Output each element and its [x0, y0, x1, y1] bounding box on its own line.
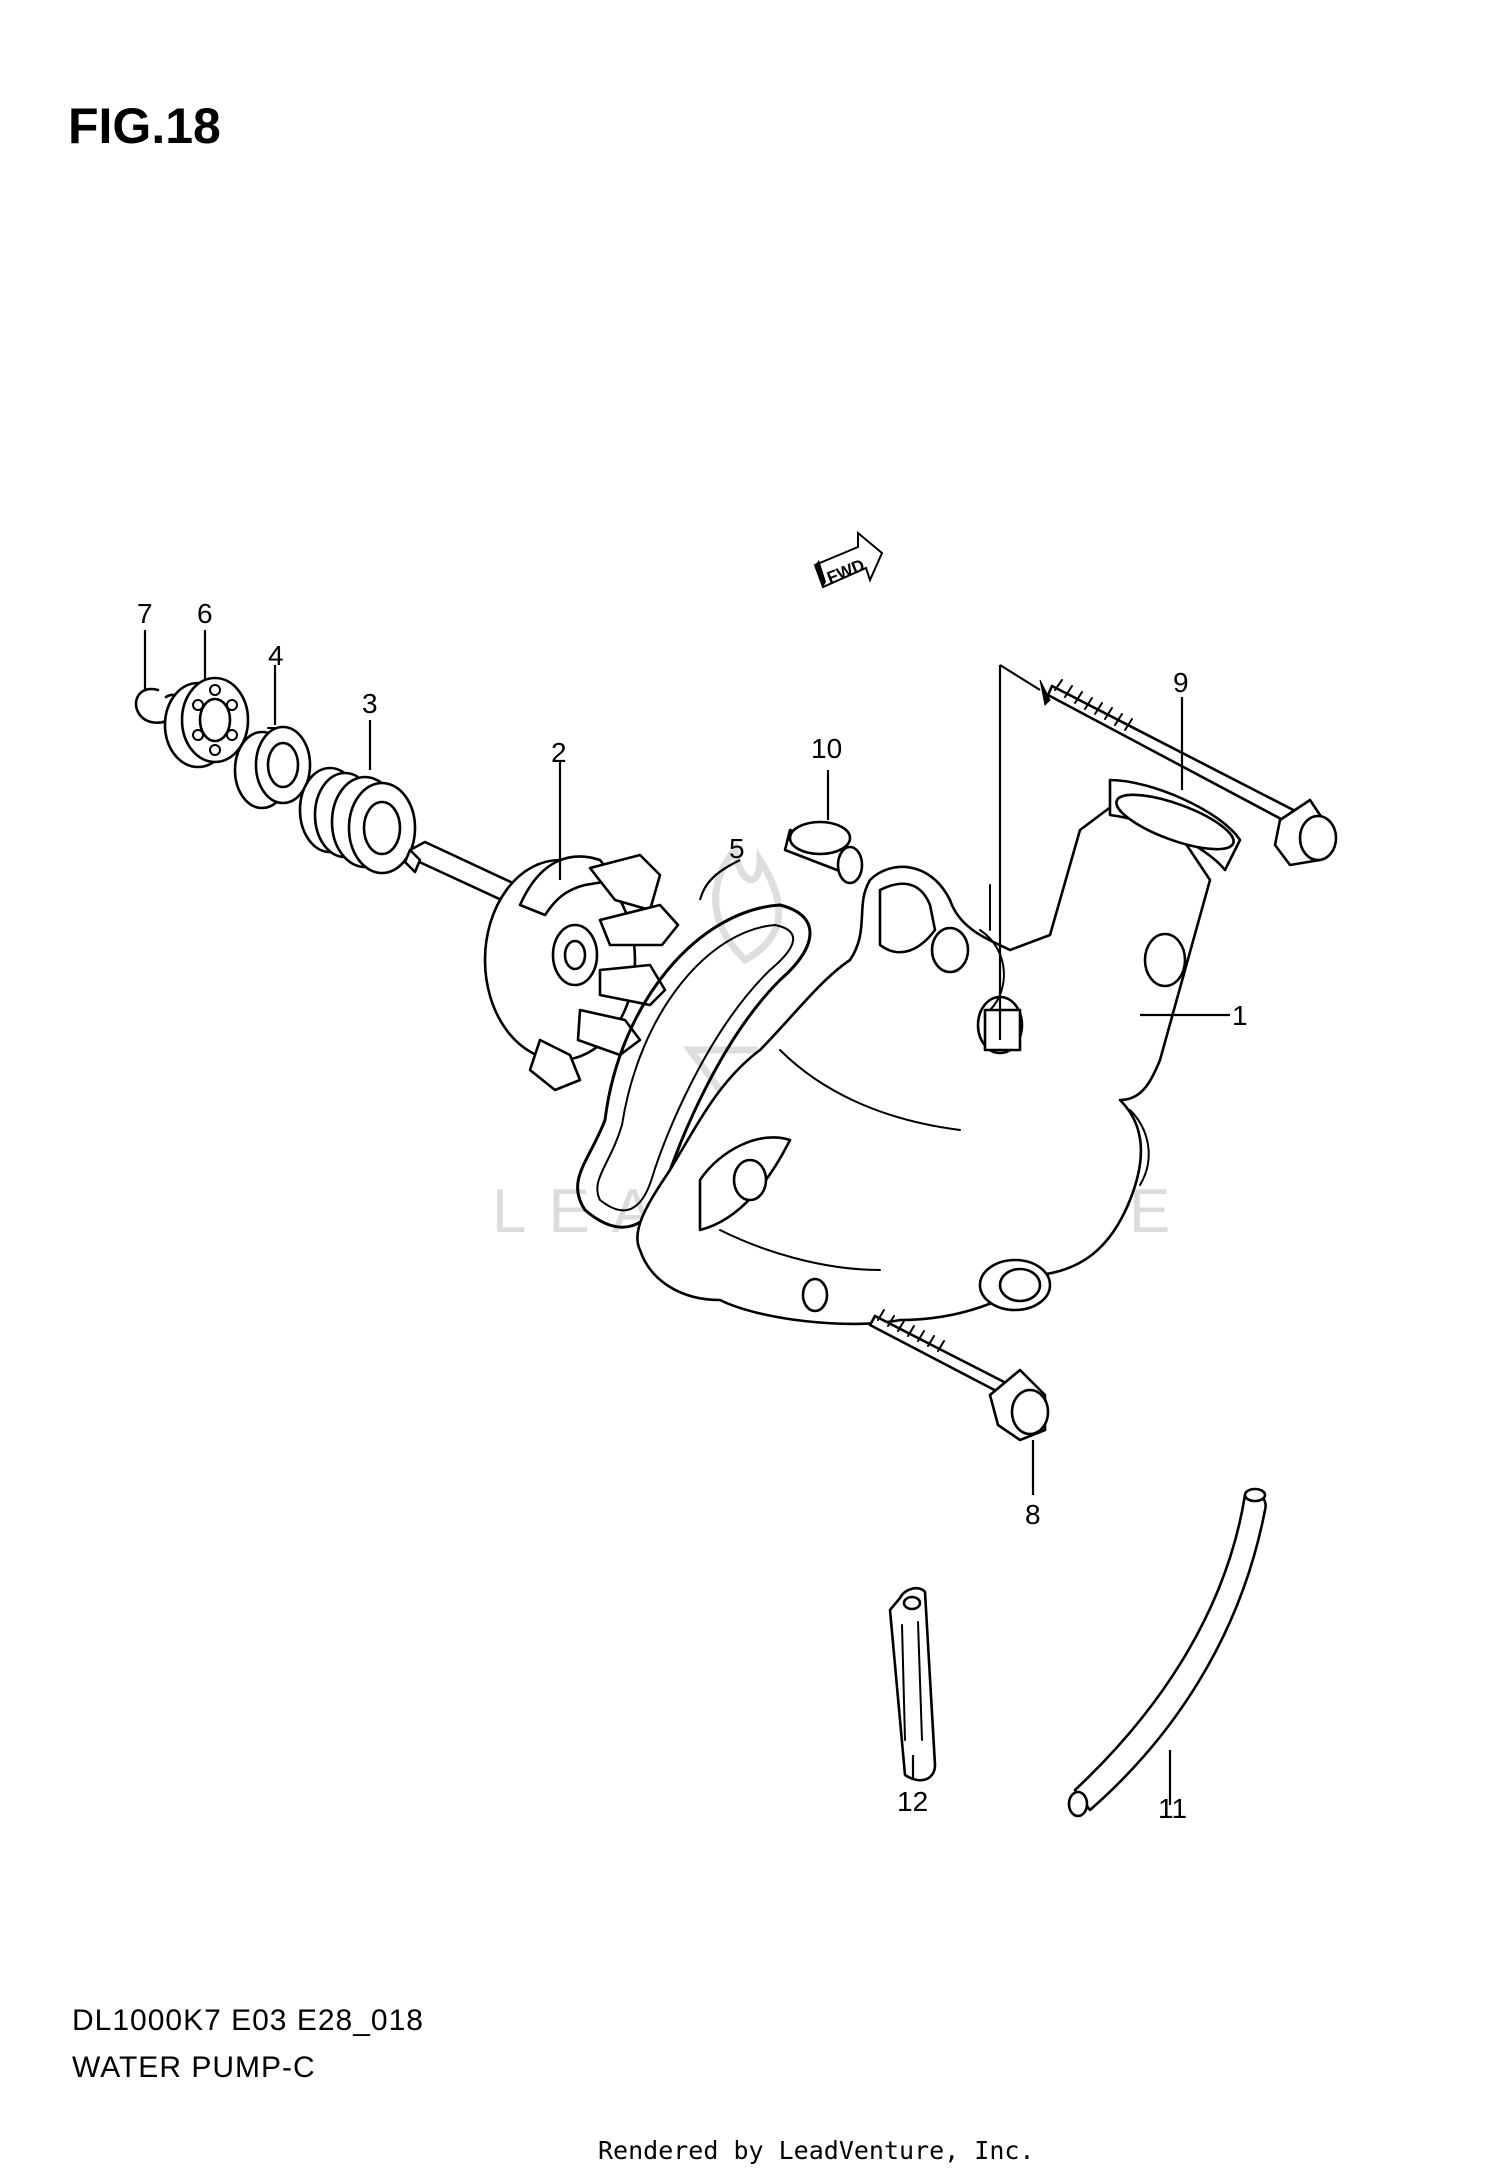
- leader-lines: [143, 630, 1230, 1805]
- oil-seal: [233, 725, 312, 810]
- callout-4: 4: [268, 640, 284, 671]
- mechanical-seal: [298, 766, 417, 875]
- callout-5: 5: [729, 833, 745, 864]
- callout-8: 8: [1025, 1499, 1041, 1530]
- fwd-arrow-icon: FWD: [813, 530, 884, 589]
- callout-10: 10: [811, 733, 842, 764]
- model-code: DL1000K7 E03 E28_018: [72, 2004, 424, 2037]
- clamp: [888, 1586, 937, 1782]
- bearing: [163, 676, 250, 769]
- dowel-pin: [783, 820, 864, 885]
- callout-12: 12: [897, 1786, 928, 1817]
- callout-1: 1: [1232, 1000, 1248, 1031]
- bolt-lower: [868, 1309, 1050, 1442]
- callout-6: 6: [197, 598, 213, 629]
- bolt-upper: [1039, 679, 1338, 867]
- leader-9b: [998, 664, 1041, 1040]
- leader-5: [698, 859, 741, 901]
- callout-11: 11: [1158, 1793, 1187, 1824]
- render-credit: Rendered by LeadVenture, Inc.: [598, 2136, 1035, 2165]
- hose: [1067, 1487, 1267, 1818]
- callout-3: 3: [362, 688, 378, 719]
- figure-title: FIG.18: [68, 98, 221, 154]
- o-ring: [576, 903, 812, 1229]
- assembly-name: WATER PUMP-C: [72, 2051, 316, 2084]
- callout-2: 2: [551, 737, 567, 768]
- impeller: [403, 840, 680, 1092]
- callout-9: 9: [1173, 667, 1189, 698]
- callout-7: 7: [137, 598, 153, 629]
- water-pump-body: [636, 778, 1242, 1326]
